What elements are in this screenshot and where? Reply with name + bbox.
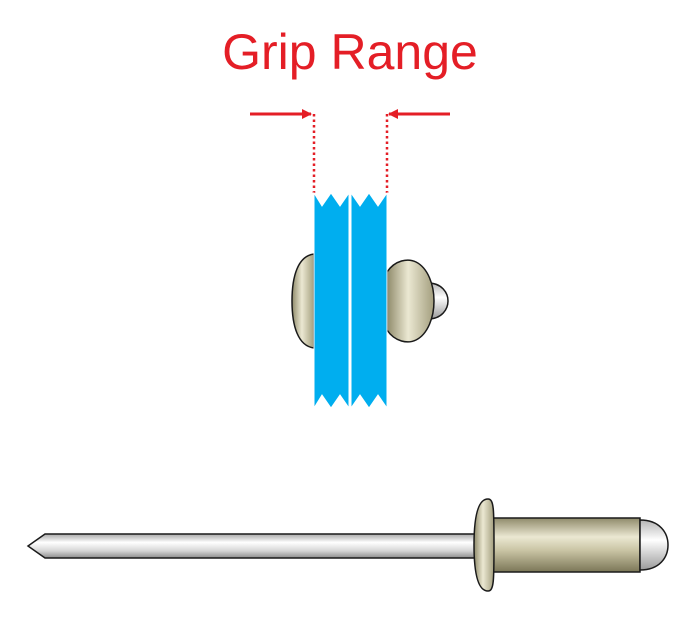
material-plate-right (350, 191, 388, 410)
grip-range-indicator (250, 109, 450, 193)
rivet-mandrel-head (639, 519, 669, 571)
diagram-title: Grip Range (222, 24, 478, 80)
installed-rivet-blind-head (386, 259, 449, 343)
rivet-mandrel (26, 533, 479, 559)
blind-rivet (26, 498, 669, 592)
rivet-flange (473, 498, 495, 592)
material-plate-left (313, 191, 350, 410)
joined-material (313, 191, 388, 410)
rivet-body (487, 517, 641, 573)
installed-rivet-factory-head (291, 253, 315, 349)
